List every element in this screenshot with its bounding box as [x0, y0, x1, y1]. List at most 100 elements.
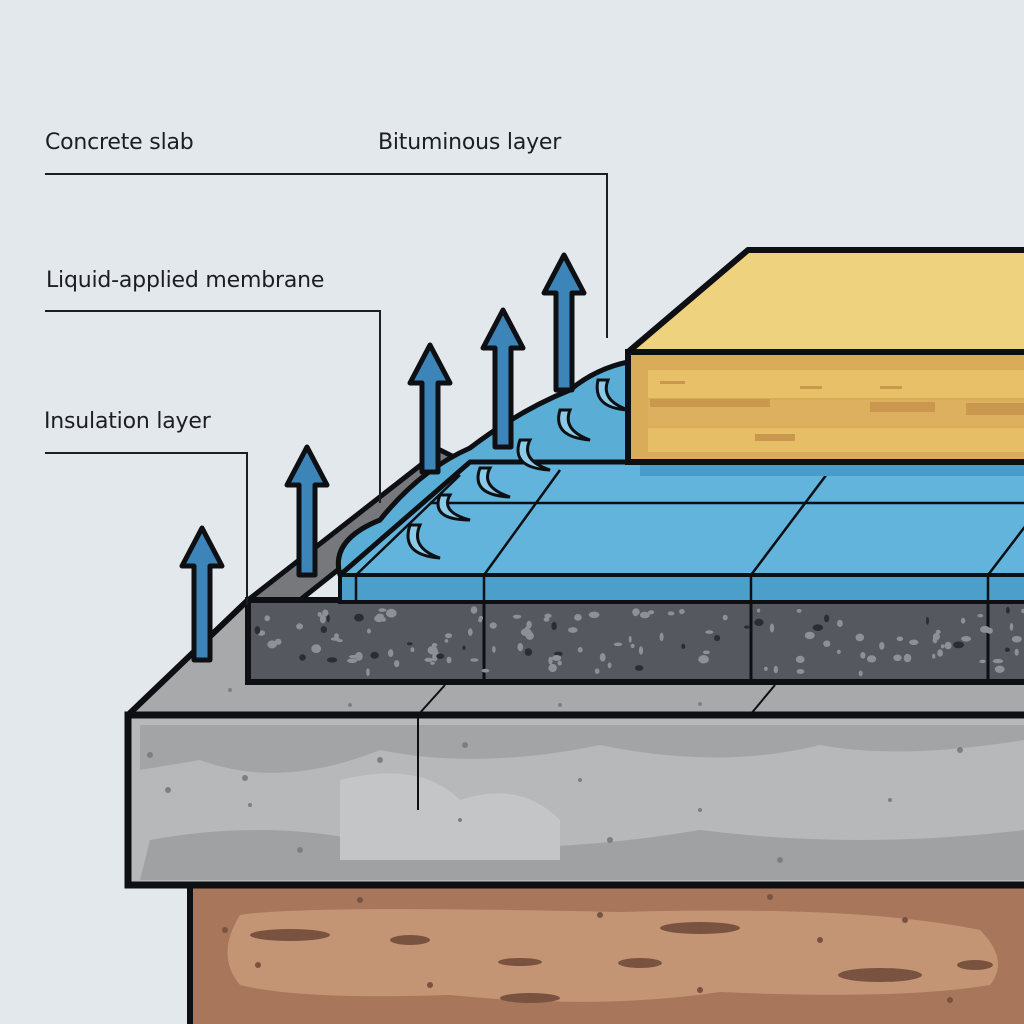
- aggregate-speck: [714, 635, 721, 642]
- aggregate-speck: [478, 617, 483, 623]
- aggregate-speck: [764, 666, 768, 671]
- aggregate-speck: [679, 608, 685, 615]
- concrete-specks: [147, 688, 963, 863]
- aggregate-speck: [406, 642, 413, 646]
- aggregate-speck: [705, 630, 714, 634]
- aggregate-speck: [893, 654, 902, 662]
- aggregate-speck: [394, 660, 400, 668]
- aggregate-speck: [953, 641, 964, 649]
- aggregate-speck: [796, 609, 802, 613]
- aggregate-speck: [858, 670, 863, 677]
- leader-lines: [45, 173, 608, 605]
- aggregate-speck: [940, 644, 945, 649]
- aggregate-speck: [367, 628, 371, 634]
- moisture-arrow-icon: [179, 525, 225, 663]
- leader-concrete-bituminous: [45, 173, 608, 338]
- aggregate-speck: [264, 615, 271, 622]
- aggregate-speck: [543, 617, 550, 622]
- aggregate-speck: [274, 638, 282, 645]
- aggregate-speck: [648, 610, 655, 615]
- aggregate-speck: [769, 623, 775, 633]
- aggregate-speck: [994, 665, 1005, 673]
- aggregate-speck: [544, 613, 552, 618]
- aggregate-speck: [489, 622, 497, 629]
- aggregate-speck: [317, 612, 322, 617]
- aggregate-speck: [517, 643, 524, 652]
- aggregate-speck: [932, 653, 936, 659]
- aggregate-speck: [796, 669, 805, 674]
- aggregate-speck: [909, 639, 919, 646]
- aggregate-speck: [594, 668, 600, 674]
- aggregate-speck: [992, 658, 1004, 664]
- aggregate-speck: [370, 651, 379, 659]
- aggregate-speck: [410, 647, 415, 653]
- aggregate-speck: [879, 642, 885, 650]
- aggregate-speck: [1014, 648, 1019, 656]
- aggregate-speck: [548, 656, 553, 665]
- aggregate-speck: [944, 641, 952, 650]
- aggregate-speck: [632, 608, 640, 616]
- aggregate-speck: [436, 653, 445, 659]
- membrane-seams: [354, 469, 1024, 600]
- label-insulation-layer: Insulation layer: [44, 409, 211, 434]
- soil-layer: [187, 882, 1024, 1024]
- moisture-arrows: [179, 252, 587, 663]
- aggregate-speck: [492, 646, 496, 653]
- aggregate-speck: [702, 650, 710, 655]
- aggregate-speck: [599, 653, 606, 662]
- liquid-swirls: [406, 378, 629, 560]
- aggregate-speck: [430, 661, 435, 665]
- aggregate-speck: [267, 640, 277, 649]
- aggregate-speck: [347, 658, 358, 664]
- aggregate-speck: [366, 668, 370, 677]
- aggregate-speck: [388, 649, 394, 657]
- aggregate-speck: [470, 606, 478, 614]
- aggregate-speck: [1004, 647, 1010, 652]
- aggregate-speck: [903, 653, 912, 663]
- concrete-slab-layer: [124, 597, 1024, 889]
- aggregate-speck: [322, 609, 329, 617]
- aggregate-speck: [757, 608, 761, 613]
- aggregate-specks: [254, 606, 1024, 677]
- aggregate-speck: [628, 635, 632, 643]
- insulation-board: [625, 247, 1024, 465]
- aggregate-speck: [524, 648, 533, 656]
- aggregate-speck: [698, 655, 709, 664]
- aggregate-speck: [574, 614, 582, 621]
- aggregate-speck: [980, 625, 990, 633]
- aggregate-speck: [568, 627, 578, 633]
- aggregate-speck: [424, 657, 434, 663]
- aggregate-speck: [979, 659, 986, 664]
- aggregate-speck: [659, 632, 664, 642]
- aggregate-speck: [446, 656, 452, 664]
- aggregate-speck: [470, 658, 479, 662]
- aggregate-speck: [1009, 623, 1014, 631]
- aggregate-speck: [374, 615, 384, 623]
- aggregate-speck: [320, 626, 327, 633]
- aggregate-speck: [299, 654, 306, 661]
- aggregate-speck: [525, 631, 534, 640]
- moisture-arrow-icon: [407, 342, 453, 475]
- aggregate-speck: [481, 668, 490, 673]
- aggregate-speck: [722, 614, 728, 621]
- aggregate-speck: [386, 608, 397, 618]
- aggregate-speck: [812, 624, 824, 631]
- aggregate-speck: [445, 633, 452, 639]
- aggregate-speck: [319, 614, 326, 624]
- soil-pebbles: [222, 894, 993, 1003]
- aggregate-speck: [296, 623, 304, 630]
- aggregate-speck: [961, 636, 972, 642]
- aggregate-speck: [557, 660, 562, 666]
- insulation-grain: [650, 381, 1024, 441]
- aggregate-speck: [613, 642, 623, 647]
- leader-insulation: [45, 452, 248, 605]
- aggregate-speck: [1011, 635, 1022, 643]
- aggregate-speck: [824, 614, 830, 623]
- label-concrete-slab: Concrete slab: [45, 130, 194, 155]
- aggregate-speck: [311, 644, 322, 653]
- moisture-arrow-icon: [541, 252, 587, 393]
- aggregate-speck: [254, 626, 261, 635]
- aggregate-speck: [977, 614, 984, 618]
- aggregate-speck: [334, 633, 339, 639]
- aggregate-speck: [837, 619, 843, 628]
